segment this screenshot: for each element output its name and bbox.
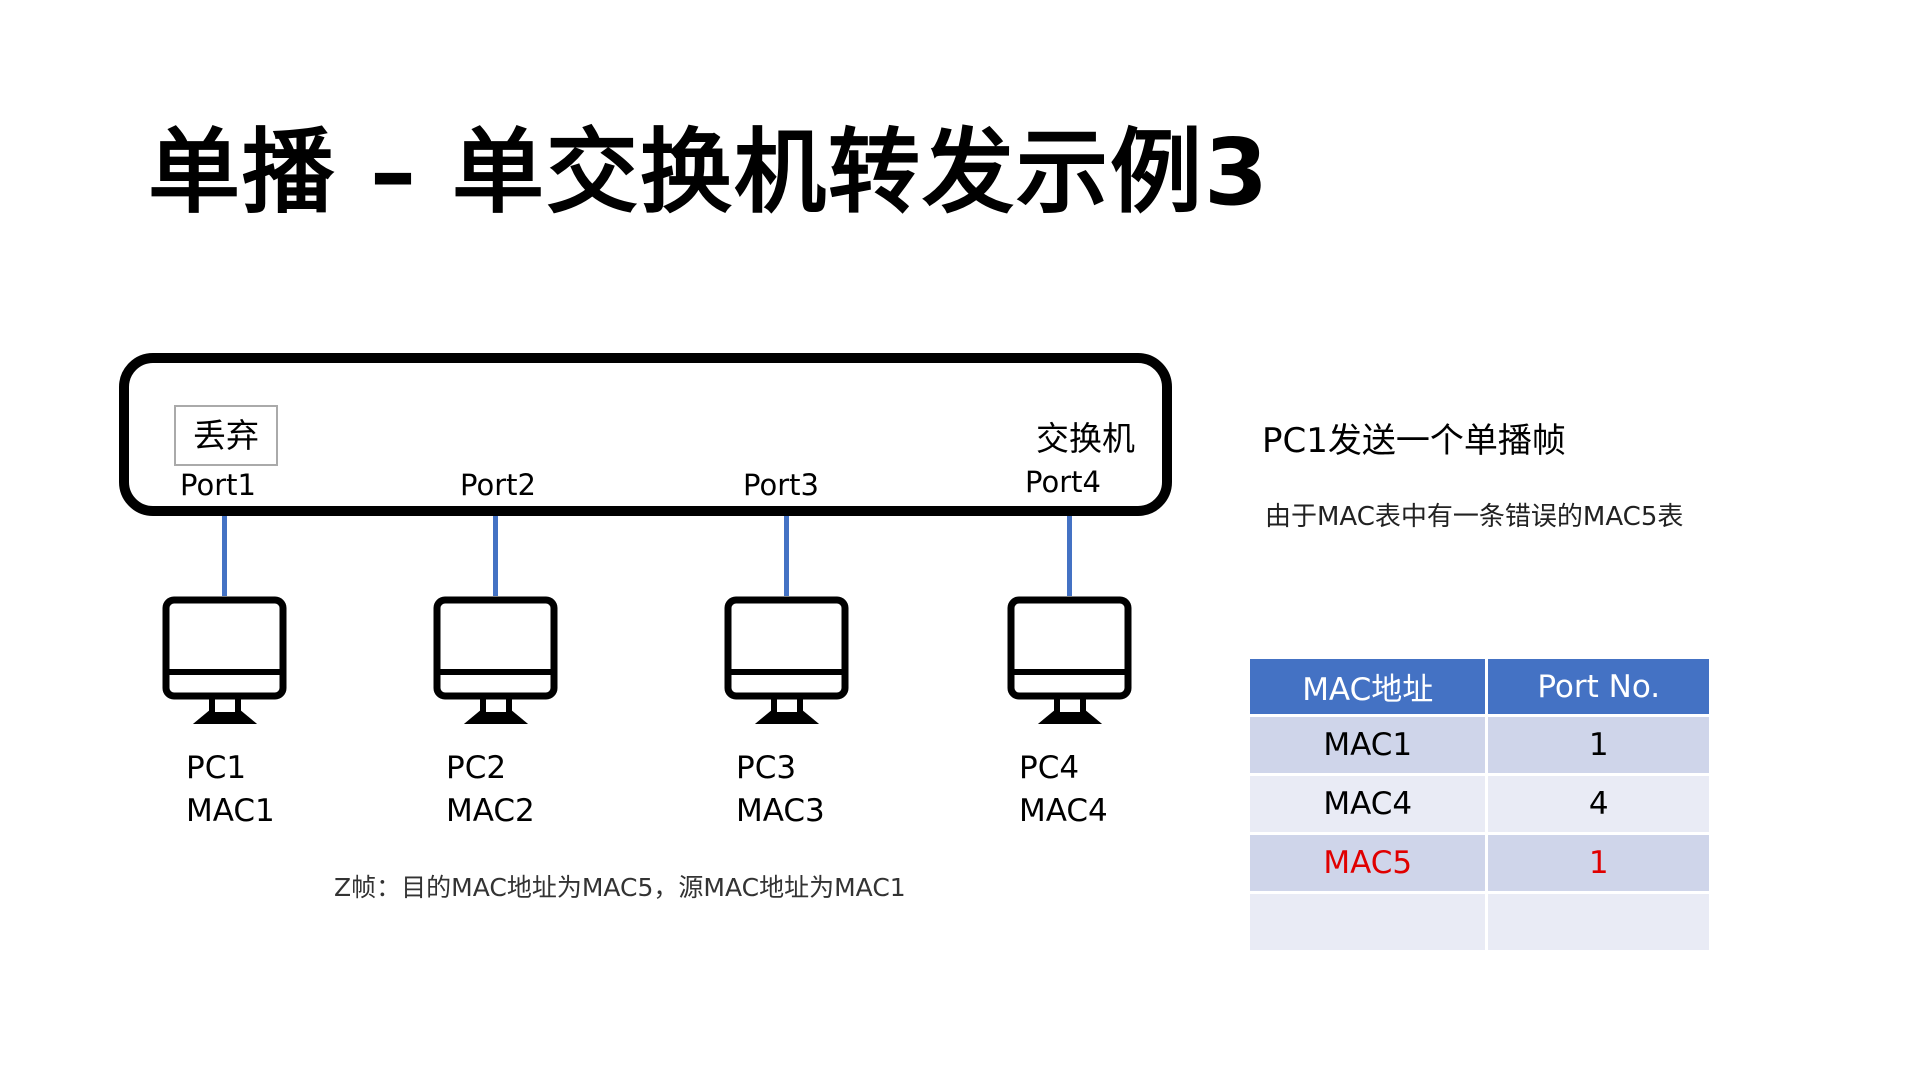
link-pc4 xyxy=(1067,516,1072,596)
computer-icon xyxy=(162,596,287,724)
table-row: MAC4 4 xyxy=(1250,776,1709,832)
table-row xyxy=(1250,894,1709,950)
cell-port: 4 xyxy=(1488,776,1709,832)
port-3-label: Port3 xyxy=(743,468,819,502)
frame-caption: Z帧：目的MAC地址为MAC5，源MAC地址为MAC1 xyxy=(334,873,906,902)
pc-mac: MAC3 xyxy=(736,793,825,829)
reason-note: 由于MAC表中有一条错误的MAC5表 xyxy=(1265,502,1684,532)
computer-icon xyxy=(724,596,849,724)
pc-mac: MAC2 xyxy=(446,793,535,829)
link-pc1 xyxy=(222,516,227,596)
computer-icon xyxy=(433,596,558,724)
cell-mac: MAC5 xyxy=(1250,835,1486,891)
header-port: Port No. xyxy=(1488,659,1709,714)
pc-name: PC1 xyxy=(186,750,247,786)
cell-port: 1 xyxy=(1488,835,1709,891)
pc-name: PC2 xyxy=(446,750,507,786)
mac-table: MAC地址 Port No. MAC1 1 MAC4 4 MAC5 1 xyxy=(1247,656,1712,953)
pc-mac: MAC1 xyxy=(186,793,275,829)
port-1-label: Port1 xyxy=(180,468,256,502)
pc-mac: MAC4 xyxy=(1019,793,1108,829)
send-note: PC1发送一个单播帧 xyxy=(1262,421,1566,461)
pc-name: PC3 xyxy=(736,750,797,786)
pc-name: PC4 xyxy=(1019,750,1080,786)
table-header: MAC地址 Port No. xyxy=(1250,659,1709,714)
cell-mac: MAC4 xyxy=(1250,776,1486,832)
switch-box xyxy=(119,353,1172,516)
port-2-label: Port2 xyxy=(460,468,536,502)
switch-label: 交换机 xyxy=(1036,419,1135,458)
computer-icon xyxy=(1007,596,1132,724)
page-title: 单播 – 单交换机转发示例3 xyxy=(148,119,1271,226)
cell-port xyxy=(1488,894,1709,950)
link-pc2 xyxy=(493,516,498,596)
table-row: MAC1 1 xyxy=(1250,717,1709,773)
cell-mac xyxy=(1250,894,1486,950)
cell-port: 1 xyxy=(1488,717,1709,773)
header-mac: MAC地址 xyxy=(1250,659,1486,714)
link-pc3 xyxy=(784,516,789,596)
port-4-label: Port4 xyxy=(1025,465,1101,499)
table-row-error: MAC5 1 xyxy=(1250,835,1709,891)
discard-label: 丢弃 xyxy=(174,405,278,466)
cell-mac: MAC1 xyxy=(1250,717,1486,773)
